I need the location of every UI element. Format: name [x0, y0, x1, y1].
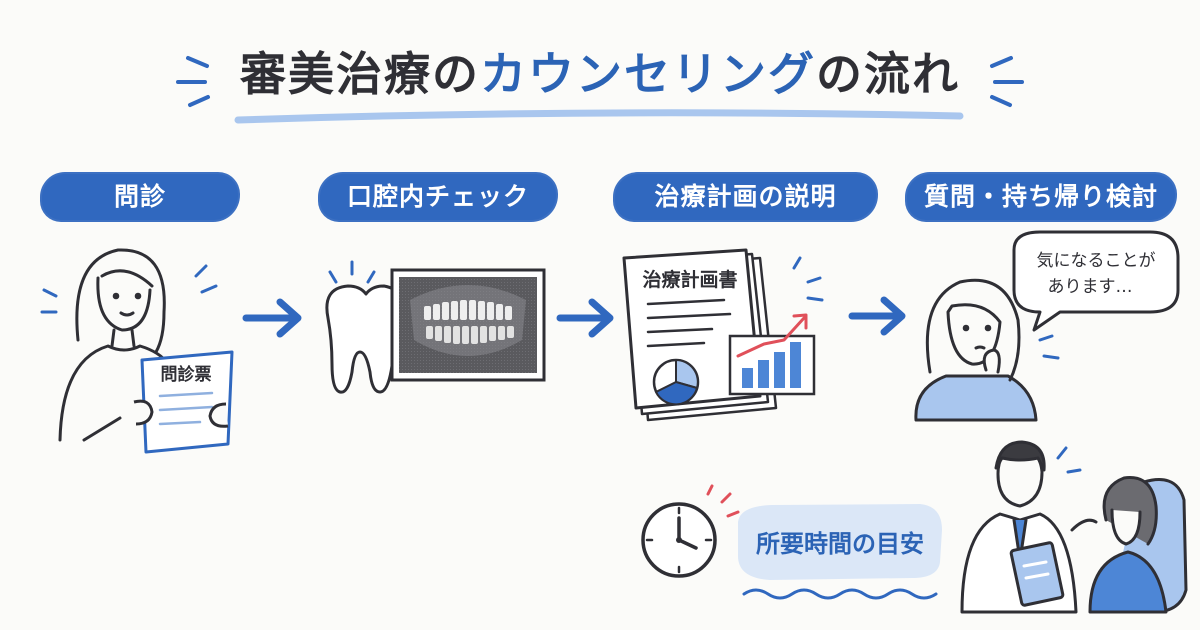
arrow-right-icon	[556, 298, 614, 338]
step-label-4: 質問・持ち帰り検討	[905, 172, 1177, 222]
sparkle-lines-3	[792, 256, 824, 302]
speech-bubble-icon: 気になることが あります…	[1012, 230, 1180, 332]
document-title: 治療計画書	[642, 268, 737, 291]
doctor-patient-scene	[960, 440, 1188, 614]
duration-label-box: 所要時間の目安	[738, 504, 942, 600]
sparkle-lines-1	[40, 264, 218, 314]
patient-with-questionnaire	[58, 248, 225, 442]
step-label-3: 治療計画の説明	[613, 172, 878, 222]
speech-line-1: 気になることが	[1037, 251, 1156, 271]
title-part-3: の流れ	[816, 47, 960, 101]
title-part-1: 審美治療の	[240, 47, 480, 101]
arrow-right-icon	[848, 296, 906, 336]
clock-icon	[641, 502, 717, 578]
page-title: 審美治療のカウンセリングの流れ	[0, 38, 1200, 104]
arrow-right-icon	[242, 298, 302, 338]
xray-icon	[390, 268, 546, 382]
alert-lines	[706, 484, 740, 518]
questionnaire-paper: 問診票	[133, 350, 234, 454]
title-part-2: カウンセリング	[480, 47, 816, 101]
sparkle-lines-5	[1056, 446, 1082, 474]
title-dashes-right	[990, 56, 1024, 107]
sparkle-lines-2	[328, 260, 376, 284]
tooth-icon	[325, 284, 405, 394]
duration-label: 所要時間の目安	[756, 530, 924, 558]
pie-chart-icon	[652, 358, 700, 406]
speech-line-2: あります…	[1048, 277, 1133, 297]
step-label-1: 問診	[40, 172, 240, 222]
title-dashes-left	[176, 56, 210, 107]
clipboard-icon	[1009, 541, 1065, 607]
questionnaire-label: 問診票	[161, 364, 212, 385]
sparkle-lines-4	[1038, 334, 1060, 360]
title-underline	[234, 109, 964, 124]
bar-chart-icon	[728, 313, 816, 396]
step-label-2: 口腔内チェック	[318, 172, 558, 222]
thinking-patient	[914, 278, 1038, 422]
